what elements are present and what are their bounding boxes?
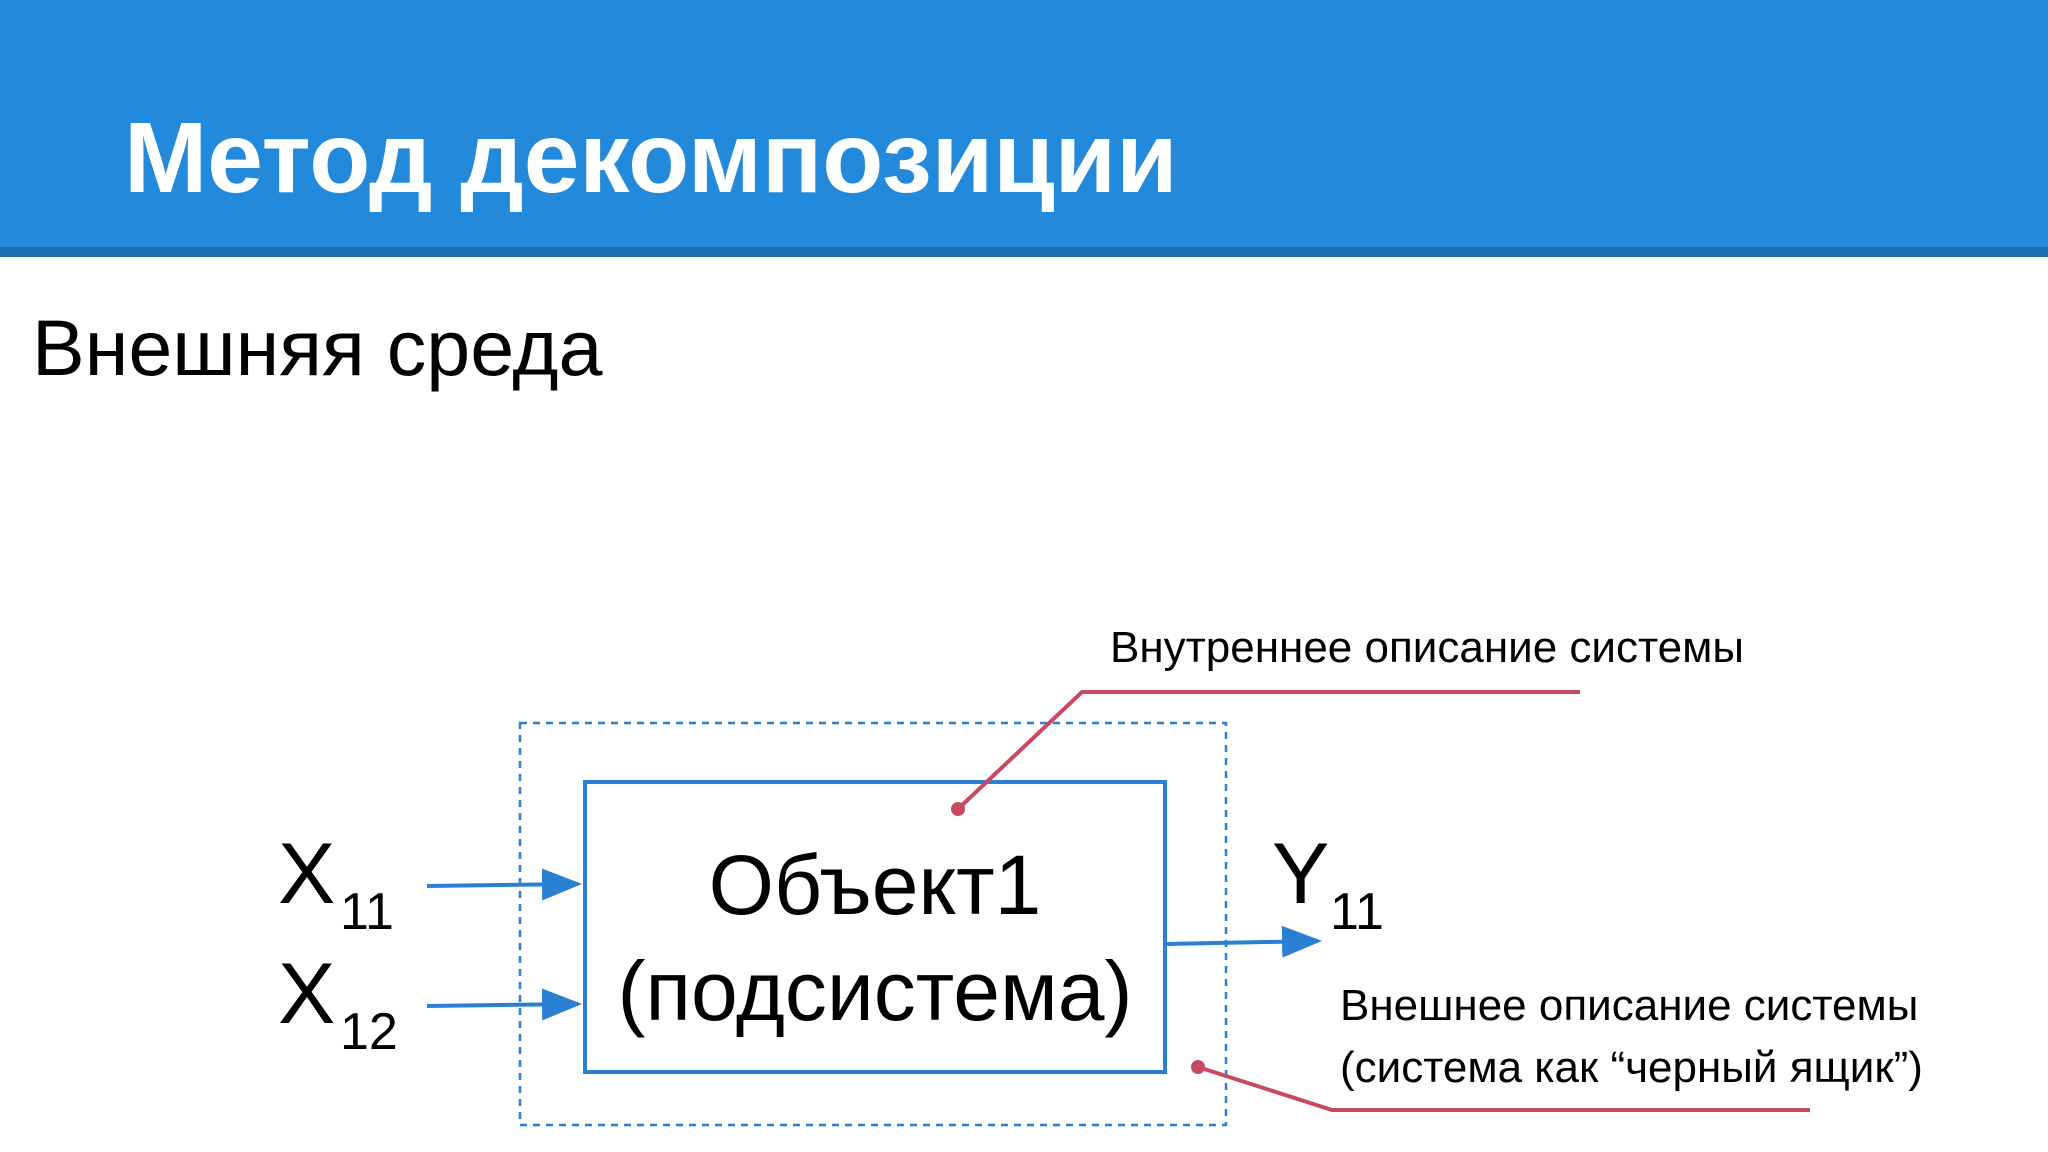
callout-internal-line [956,690,1580,811]
input-arrow-x11 [426,868,582,901]
object-box-label: Объект1 (подсистема) [585,832,1165,1044]
header-bar [0,0,2048,257]
callout-internal-dot [951,802,965,816]
input-arrow-x12 [426,988,582,1021]
external-description-label-line2: (система как “черный ящик”) [1340,1043,1923,1092]
object-type: (подсистема) [617,944,1133,1038]
callout-external-line [1197,1065,1810,1112]
output-y11-symbol: Y [1272,826,1330,922]
output-y11-subscript: 11 [1330,883,1384,941]
object-name: Объект1 [708,838,1042,932]
header-bar-shadow [0,247,2048,257]
black-box-boundary [518,721,1228,1127]
external-description-label-line1: Внешнее описание системы [1340,981,1919,1030]
callout-external-dot [1191,1060,1205,1074]
output-arrow-y11 [1165,925,1322,958]
input-x12-subscript: 12 [340,1003,398,1061]
slide-title: Метод декомпозиции [124,102,1178,214]
input-x12-symbol: X [278,946,336,1042]
input-x11-symbol: X [278,826,336,922]
internal-description-label: Внутреннее описание системы [1110,623,1745,672]
input-x11-subscript: 11 [340,883,394,941]
slide-subtitle: Внешняя среда [32,303,603,392]
object-box [583,780,1167,1074]
